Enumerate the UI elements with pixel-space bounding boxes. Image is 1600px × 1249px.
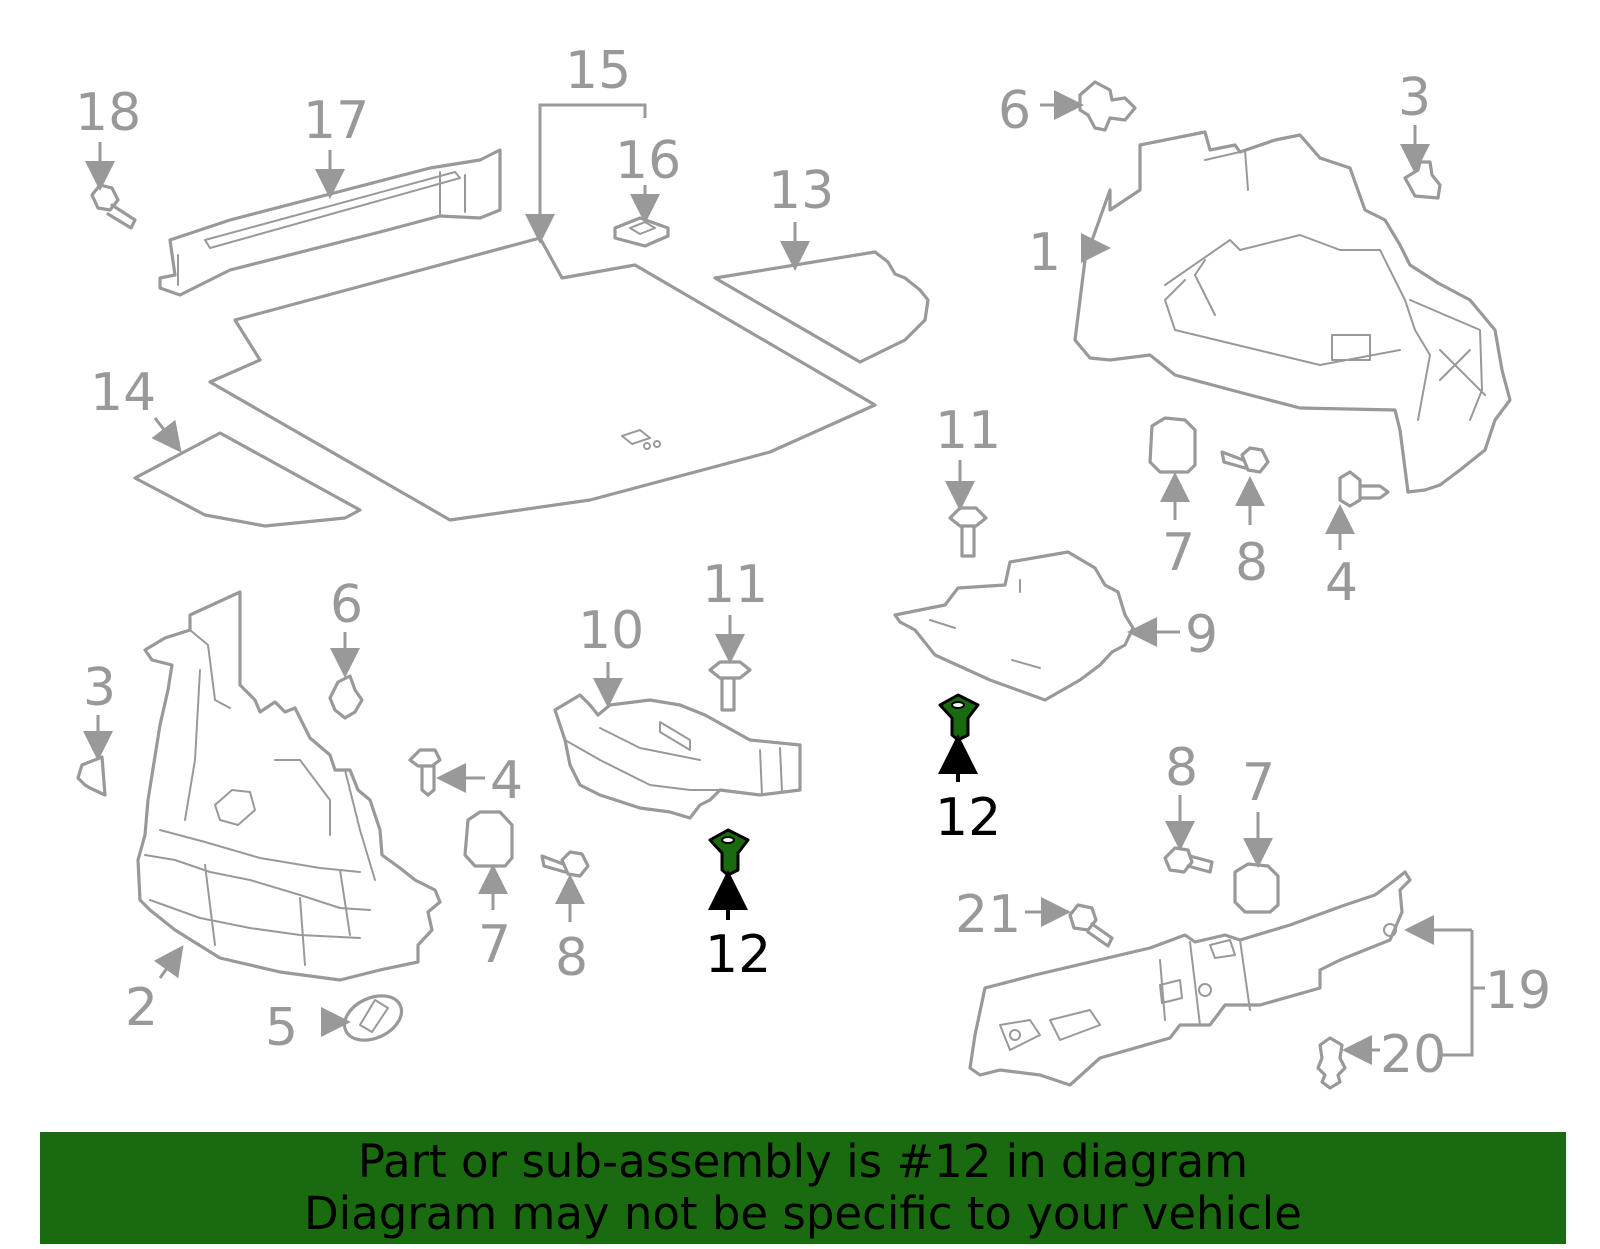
part-6-clip-top — [1078, 80, 1137, 132]
parts-diagram: 18 17 15 16 13 14 6 3 1 11 7 8 4 9 6 3 4… — [75, 41, 1551, 1090]
part-12-clip-highlight-a — [938, 693, 980, 742]
part-17-rail — [158, 148, 502, 297]
part-4-pushpin-left — [408, 748, 442, 797]
part-18-bolt — [90, 183, 137, 230]
callout-19: 19 — [1485, 961, 1551, 1021]
callout-6-top: 6 — [998, 81, 1031, 141]
callout-7-right-top: 7 — [1162, 523, 1195, 583]
part-15-floor-board — [208, 236, 877, 522]
callout-7-mid: 7 — [478, 915, 511, 975]
callout-9: 9 — [1185, 605, 1218, 665]
banner-line-2: Diagram may not be specific to your vehi… — [304, 1187, 1302, 1240]
callout-8-mid: 8 — [555, 928, 588, 988]
callout-7-bottom: 7 — [1242, 753, 1275, 813]
callout-11-mid: 11 — [702, 555, 768, 615]
part-8-bolt-c — [1163, 846, 1214, 874]
callout-12-right: 12 — [935, 788, 1001, 848]
part-13-panel — [713, 250, 930, 364]
part-19-sill-plate — [968, 870, 1412, 1087]
callout-6-left: 6 — [330, 575, 363, 635]
callout-16: 16 — [615, 131, 681, 191]
callout-17: 17 — [303, 91, 369, 151]
leader-lines — [83, 90, 1485, 1065]
callout-8-bottom: 8 — [1165, 738, 1198, 798]
part-8-bolt-b — [540, 850, 590, 878]
callout-5: 5 — [265, 998, 298, 1058]
banner-line-1: Part or sub-assembly is #12 in diagram — [357, 1135, 1249, 1188]
part-8-bolt-a — [1220, 446, 1270, 474]
part-7-pad-b — [463, 810, 514, 868]
part-7-pad-a — [1148, 416, 1197, 474]
part-11-screw-b — [708, 660, 752, 712]
callout-3-left: 3 — [83, 658, 116, 718]
part-1-quarter-trim — [1073, 130, 1512, 494]
callout-8-right-top: 8 — [1235, 533, 1268, 593]
info-banner: Part or sub-assembly is #12 in diagram D… — [40, 1132, 1566, 1244]
part-21-bolt — [1068, 903, 1114, 948]
part-11-screw-a — [948, 506, 988, 558]
callout-10: 10 — [578, 601, 644, 661]
part-16-clip — [613, 216, 670, 248]
callout-21: 21 — [955, 885, 1021, 945]
callout-11-right: 11 — [935, 401, 1001, 461]
part-7-pad-c — [1233, 862, 1280, 914]
part-20-clip — [1316, 1036, 1347, 1090]
callout-14: 14 — [90, 363, 156, 423]
callout-4-right-top: 4 — [1325, 553, 1358, 613]
part-6-clip-left — [328, 674, 364, 720]
callout-4-left: 4 — [490, 751, 523, 811]
callout-13: 13 — [768, 161, 834, 221]
part-9-panel — [893, 550, 1135, 702]
part-4-screw-a — [1338, 470, 1390, 508]
part-12-clip-highlight-b — [708, 828, 750, 877]
part-2-quarter-trim — [136, 590, 442, 982]
callout-3-top: 3 — [1398, 68, 1431, 128]
callout-15: 15 — [565, 41, 631, 101]
callout-numbers: 18 17 15 16 13 14 6 3 1 11 7 8 4 9 6 3 4… — [75, 41, 1551, 1085]
part-14-panel — [133, 431, 362, 528]
callout-20: 20 — [1380, 1025, 1446, 1085]
callout-12-mid: 12 — [705, 925, 771, 985]
part-3-clip-left — [76, 755, 107, 797]
callout-18: 18 — [75, 83, 141, 143]
callout-2: 2 — [125, 978, 158, 1038]
part-10-bracket — [553, 693, 802, 820]
callout-1: 1 — [1028, 223, 1061, 283]
part-5-grommet — [342, 994, 404, 1042]
part-3-clip-top — [1403, 160, 1442, 200]
